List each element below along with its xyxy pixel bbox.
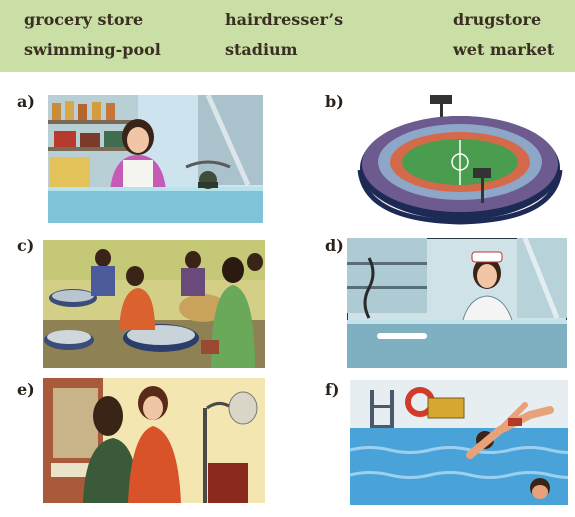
word-swimming-pool: swimming-pool [24, 40, 161, 59]
label-a: a) [17, 92, 35, 111]
word-box: grocery store hairdresser’s drugstore sw… [0, 0, 575, 72]
word-grocery-store: grocery store [24, 10, 144, 29]
word-hairdressers: hairdresser’s [225, 10, 344, 29]
label-c: c) [17, 236, 35, 255]
picture-drugstore [347, 238, 567, 368]
label-b: b) [325, 92, 344, 111]
label-e: e) [17, 380, 35, 399]
word-drugstore: drugstore [453, 10, 542, 29]
picture-stadium [355, 90, 565, 230]
word-wet-market: wet market [453, 40, 555, 59]
label-d: d) [325, 236, 344, 255]
word-stadium: stadium [225, 40, 298, 59]
picture-hairdressers [43, 378, 265, 503]
picture-grocery-store [48, 95, 263, 223]
picture-swimming-pool [350, 380, 568, 505]
picture-wet-market [43, 240, 265, 368]
label-f: f) [325, 380, 340, 399]
